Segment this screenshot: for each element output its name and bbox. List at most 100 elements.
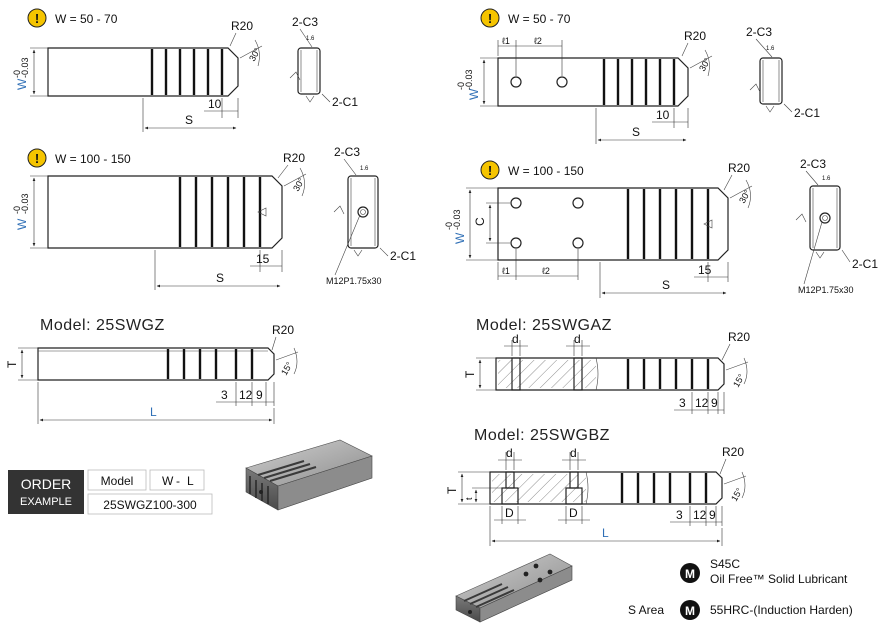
dim-9: 9 (709, 508, 716, 522)
rough-label: 1.6 (360, 166, 369, 172)
angle-label: 30° (291, 176, 307, 193)
dim-9: 9 (711, 396, 718, 410)
section-top-right: ! W = 50 - 70 W -0 -0.03 ℓ1 ℓ2 R20 30° (456, 8, 820, 144)
w-range-label: W = 100 - 150 (508, 164, 584, 178)
radius-label: R20 (283, 151, 305, 165)
section-profile (489, 471, 723, 505)
d-label: d (506, 446, 513, 460)
section-model-swgz: Model: 25SWGZ T R20 15° 3 12 9 L (5, 317, 299, 424)
side-top-label: 2-C3 (746, 25, 772, 39)
t-small-label: t (464, 497, 474, 500)
l2-label: ℓ2 (542, 266, 550, 276)
dim-10: 10 (208, 97, 222, 111)
s-area-label: S Area (628, 603, 664, 617)
order-label-bottom: EXAMPLE (20, 496, 72, 508)
l-label: L (602, 526, 609, 540)
plate-3d-render-holes (455, 553, 573, 623)
section-mid-right: ! W = 100 - 150 W -0 -0.03 C (444, 157, 878, 298)
order-col-w: W (162, 474, 174, 488)
order-example: ORDER EXAMPLE Model W - L 25SWGZ100-300 (8, 469, 213, 515)
t-label: T (5, 360, 19, 368)
w-dim-label: W (467, 88, 481, 100)
side-top-label: 2-C3 (800, 157, 826, 171)
plate-side-view (759, 57, 783, 105)
section-top-left: ! W = 50 - 70 W -0 -0.03 R20 30° 10 S (12, 8, 358, 132)
dim-s: S (216, 271, 224, 285)
w-dim-label: W (453, 232, 467, 244)
w-tol-bottom: -0.03 (20, 193, 30, 214)
dim-s: S (662, 278, 670, 292)
order-col-dash: - (176, 474, 180, 488)
thread-label: M12P1.75x30 (326, 276, 382, 286)
w-range-label: W = 50 - 70 (508, 12, 571, 26)
model-title: Model: 25SWGBZ (474, 427, 610, 444)
section-mid-left: ! W = 100 - 150 W -0 -0.03 R20 30° 15 S (12, 145, 416, 290)
radius-label: R20 (722, 445, 744, 459)
plate-front-view (497, 57, 689, 107)
material-legend: M S45C Oil Free™ Solid Lubricant S Area … (628, 557, 853, 620)
w-dim-label: W (15, 218, 29, 230)
cap-d-label: D (505, 506, 514, 520)
w-tol-top: -0 (12, 206, 22, 214)
side-right-label: 2-C1 (390, 249, 416, 263)
material-badge-icon: M (680, 600, 700, 620)
svg-text:!: ! (488, 163, 492, 178)
w-tol-bottom: -0.03 (464, 69, 474, 90)
order-col-model: Model (101, 474, 134, 488)
side-top-label: 2-C3 (334, 145, 360, 159)
plate-front-view (497, 187, 729, 261)
plate-side-view (347, 175, 379, 249)
w-tol-bottom: -0.03 (452, 209, 462, 230)
dim-12: 12 (239, 388, 253, 402)
section-model-swgaz: Model: 25SWGAZ d d T R20 15° (463, 317, 750, 414)
radius-label: R20 (728, 330, 750, 344)
w-tol-top: -0 (444, 222, 454, 230)
svg-text:!: ! (488, 11, 492, 26)
material-line2: Oil Free™ Solid Lubricant (710, 572, 848, 586)
svg-text:M: M (685, 604, 695, 618)
angle-label: 15° (729, 486, 745, 503)
plate-side-view (297, 47, 321, 95)
angle-label: 30° (737, 188, 753, 205)
dim-3: 3 (676, 508, 683, 522)
t-label: T (463, 370, 477, 378)
l1-label: ℓ1 (502, 266, 510, 276)
dim-10: 10 (656, 108, 670, 122)
svg-text:M: M (685, 567, 695, 581)
material-line3: 55HRC-(Induction Harden) (710, 603, 853, 617)
plate-side-view (809, 185, 841, 251)
order-badge (8, 470, 84, 514)
material-badge-icon: M (680, 563, 700, 583)
rough-label: 1.6 (822, 176, 831, 182)
cap-d-label: D (569, 506, 578, 520)
dim-12: 12 (695, 396, 709, 410)
w-range-label: W = 100 - 150 (55, 152, 131, 166)
dim-s: S (185, 113, 193, 127)
plate-front-view (47, 47, 239, 97)
dim-15: 15 (698, 263, 712, 277)
plate-front-view (47, 175, 283, 249)
side-profile (37, 347, 275, 381)
rough-label: 1.6 (306, 36, 315, 42)
d-label: d (570, 446, 577, 460)
side-right-label: 2-C1 (852, 257, 878, 271)
angle-label: 30° (697, 56, 713, 73)
angle-label: 15° (731, 372, 747, 389)
d-label: d (574, 332, 581, 346)
d-label: d (512, 332, 519, 346)
w-dim-label: W (15, 78, 29, 90)
angle-label: 15° (279, 360, 295, 377)
model-title: Model: 25SWGAZ (476, 317, 612, 334)
l-label: L (150, 405, 157, 419)
dim-3: 3 (221, 388, 228, 402)
order-label-top: ORDER (21, 476, 72, 492)
dim-9: 9 (256, 388, 263, 402)
section-profile (495, 357, 725, 391)
svg-text:!: ! (35, 11, 39, 26)
warning-icon: ! (27, 148, 47, 168)
l2-label: ℓ2 (534, 36, 542, 46)
dim-3: 3 (679, 396, 686, 410)
order-col-l: L (187, 474, 194, 488)
section-model-swgbz: Model: 25SWGBZ d d D D (445, 427, 747, 546)
warning-icon: ! (27, 8, 47, 28)
